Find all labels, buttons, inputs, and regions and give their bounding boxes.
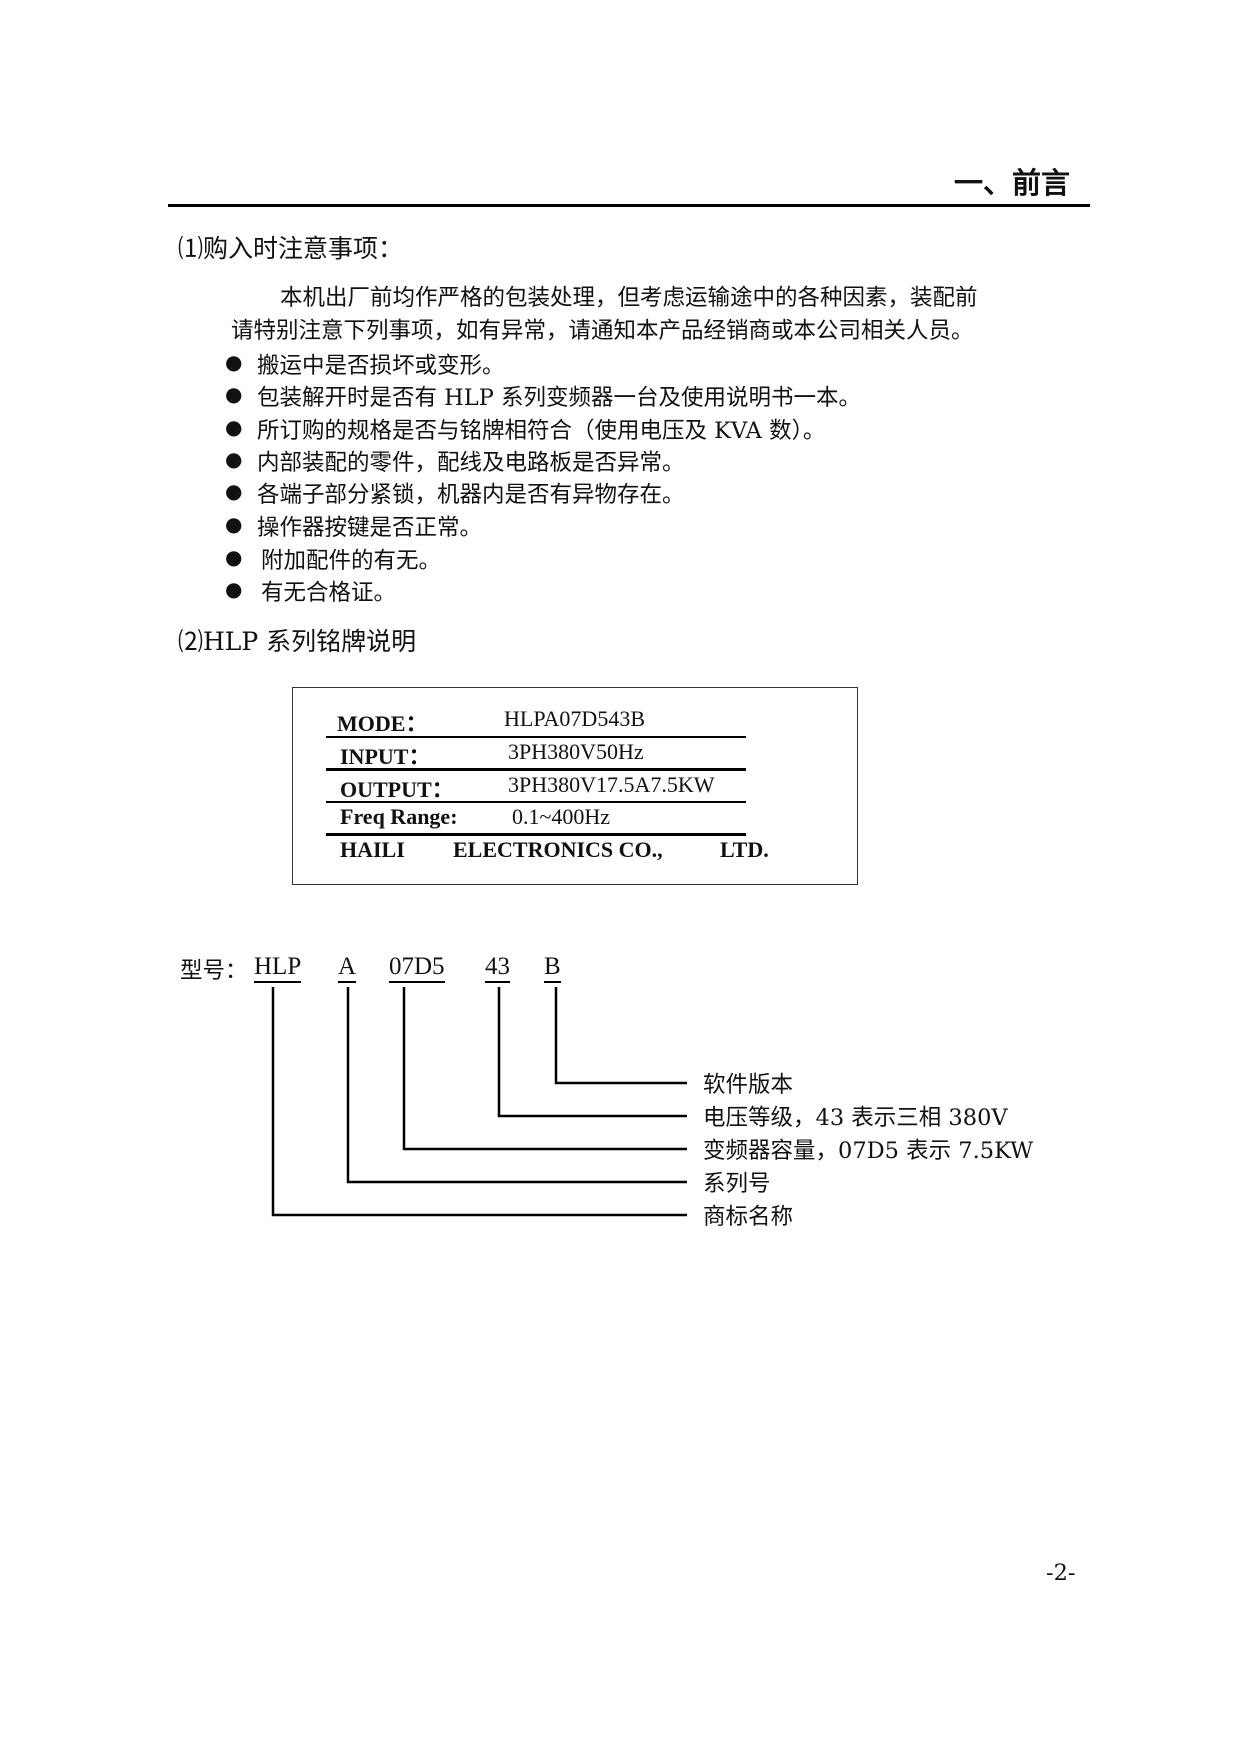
nameplate-divider: [326, 801, 746, 803]
section1-heading: ⑴购入时注意事项：: [178, 234, 404, 263]
paragraph-line: 请特别注意下列事项，如有异常，请通知本产品经销商或本公司相关人员。: [231, 318, 974, 344]
nameplate-value: 3PH380V17.5A7.5KW: [508, 772, 715, 797]
model-label: 软件版本: [703, 1072, 794, 1098]
nameplate-divider: [326, 833, 746, 836]
bullet-icon: ●: [225, 479, 243, 503]
bullet-item: 搬运中是否损坏或变形。: [257, 353, 505, 379]
model-token: B: [544, 953, 561, 983]
connector-line: [402, 987, 687, 1151]
nameplate-label: INPUT：: [340, 744, 431, 769]
nameplate-value: 3PH380V50Hz: [508, 739, 644, 764]
nameplate-divider: [326, 768, 746, 771]
model-token: HLP: [254, 953, 302, 983]
connector-line: [271, 987, 687, 1217]
nameplate-value: HLPA07D543B: [504, 706, 645, 731]
nameplate: [292, 687, 858, 885]
bullet-item: 各端子部分紧锁，机器内是否有异物存在。: [257, 482, 685, 508]
page-number: -2-: [1046, 1560, 1076, 1586]
model-token: 43: [485, 953, 510, 983]
model-label: 商标名称: [703, 1204, 794, 1230]
paragraph-line: 本机出厂前均作严格的包装处理，但考虑运输途中的各种因素，装配前: [280, 285, 978, 311]
nameplate-label: MODE：: [337, 711, 428, 736]
nameplate-label: OUTPUT：: [340, 777, 454, 802]
bullet-icon: ●: [225, 447, 243, 471]
bullet-item: 操作器按键是否正常。: [257, 515, 483, 541]
nameplate-label: Freq Range:: [340, 804, 458, 829]
nameplate-footer-company: ELECTRONICS CO.,: [453, 837, 663, 862]
header-rule: [168, 204, 1090, 207]
bullet-item: 包装解开时是否有 HLP 系列变频器一台及使用说明书一本。: [257, 385, 862, 411]
model-prefix: 型号：: [180, 958, 248, 984]
bullet-icon: ●: [225, 350, 243, 374]
nameplate-footer-company: HAILI: [340, 837, 405, 862]
bullet-icon: ●: [225, 415, 243, 439]
bullet-icon: ●: [225, 545, 243, 569]
bullet-icon: ●: [225, 382, 243, 406]
model-label: 电压等级，43 表示三相 380V: [703, 1105, 1008, 1131]
bullet-icon: ●: [225, 577, 243, 601]
connector-line: [346, 987, 687, 1184]
bullet-item: 有无合格证。: [261, 580, 397, 606]
nameplate-value: 0.1~400Hz: [512, 804, 611, 829]
model-token: 07D5: [389, 953, 445, 983]
model-label: 变频器容量，07D5 表示 7.5KW: [703, 1138, 1034, 1164]
connector-line: [554, 987, 687, 1085]
model-label: 系列号: [703, 1171, 771, 1197]
chapter-title: 一、前言: [953, 166, 1070, 200]
bullet-item: 所订购的规格是否与铭牌相符合（使用电压及 KVA 数）。: [257, 418, 826, 444]
model-token: A: [338, 953, 357, 983]
section2-heading: ⑵HLP 系列铭牌说明: [178, 627, 417, 656]
bullet-item: 内部装配的零件，配线及电路板是否异常。: [257, 450, 685, 476]
bullet-item: 附加配件的有无。: [261, 548, 442, 574]
connector-line: [497, 987, 687, 1118]
nameplate-footer-company: LTD.: [720, 837, 769, 862]
nameplate-divider: [326, 736, 746, 738]
bullet-icon: ●: [225, 512, 243, 536]
